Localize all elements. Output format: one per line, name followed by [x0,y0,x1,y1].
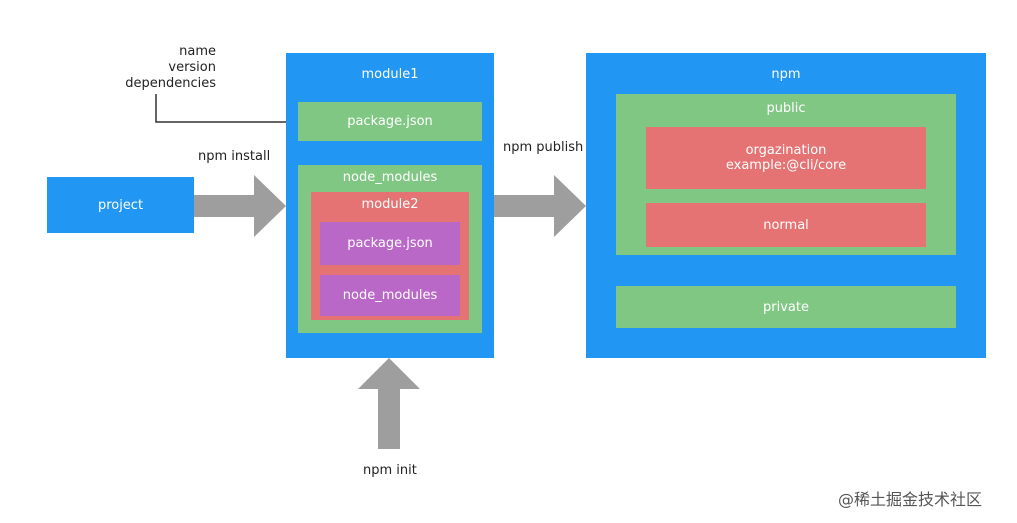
module1-package-json-label: package.json [347,114,433,129]
npm-public-box: public orgazination example:@cli/core no… [616,94,956,255]
npm-init-arrow [358,358,420,449]
field-dependencies-label: dependencies [125,76,216,91]
module1-title: module1 [361,67,419,82]
module2-package-json: package.json [320,222,460,265]
npm-install-label: npm install [198,149,271,164]
project-label: project [97,197,144,213]
organization-label: orgazination [745,143,827,158]
npm-box: npm public orgazination example:@cli/cor… [586,53,986,358]
npm-private-box: private [616,286,956,328]
normal-box: normal [646,203,926,247]
watermark-text: @稀土掘金技术社区 [838,490,983,509]
field-name-label: name [179,44,216,59]
field-version-label: version [168,60,216,75]
module2-title: module2 [361,197,419,212]
npm-public-title: public [766,101,806,116]
module1-node-modules-title: node_modules [342,170,438,185]
module1-box: module1 package.json node_modules module… [286,53,494,358]
npm-init-label: npm init [363,463,417,478]
organization-example-label: example:@cli/core [725,158,847,173]
module1-package-json: package.json [298,102,482,141]
module2-node-modules: node_modules [320,275,460,316]
module2-box: module2 package.json node_modules [311,192,469,320]
organization-box: orgazination example:@cli/core [646,127,926,189]
normal-label: normal [763,217,809,233]
npm-title: npm [771,67,801,82]
npm-publish-arrow [494,175,586,237]
npm-private-label: private [763,299,809,315]
project-box: project [47,177,194,233]
module2-node-modules-label: node_modules [342,288,438,303]
module1-node-modules: node_modules module2 package.json node_m… [298,165,482,333]
fields-connector-line [155,94,290,123]
npm-install-arrow [194,175,286,237]
module2-package-json-label: package.json [347,236,433,251]
npm-publish-label: npm publish [503,140,584,155]
